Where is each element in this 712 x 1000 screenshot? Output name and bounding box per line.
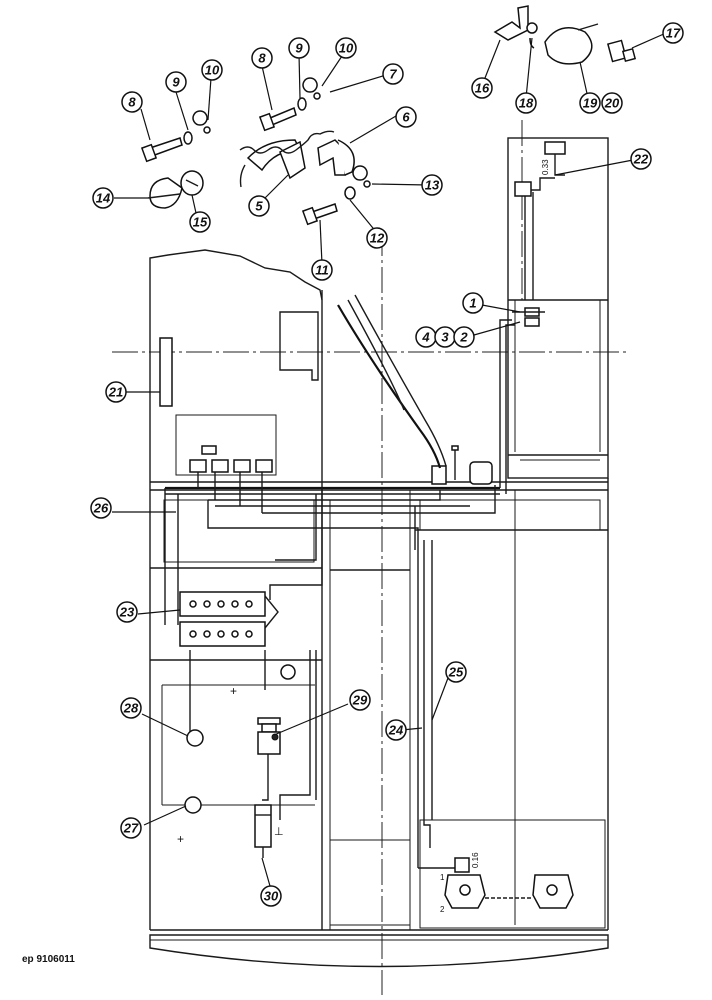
callout-8a: 8: [121, 91, 143, 113]
drawing-reference: ep 9106011: [22, 954, 75, 965]
svg-text:16: 16: [475, 81, 490, 96]
plus-mark-lower: +: [177, 832, 184, 846]
callout-5: 5: [248, 195, 270, 217]
svg-text:19: 19: [583, 96, 598, 111]
callout-30: 30: [260, 885, 282, 907]
svg-text:10: 10: [205, 63, 220, 78]
svg-text:24: 24: [388, 723, 404, 738]
callout-3: 3: [434, 326, 456, 348]
housing-outline: [149, 137, 609, 968]
callout-17: 17: [662, 22, 684, 44]
callout-10a: 10: [201, 59, 223, 81]
callout-29: 29: [349, 689, 371, 711]
plus-mark-upper: +: [230, 684, 237, 698]
callout-16: 16: [471, 77, 493, 99]
callout-20: 20: [601, 92, 623, 114]
svg-text:10: 10: [339, 41, 354, 56]
svg-text:1: 1: [469, 296, 476, 311]
svg-text:7: 7: [389, 67, 397, 82]
callout-26: 26: [90, 497, 112, 519]
callout-1: 1: [462, 292, 484, 314]
callout-2: 2: [453, 326, 475, 348]
callout-9a: 9: [165, 71, 187, 93]
callout-11: 11: [311, 259, 333, 281]
callout-19: 19: [579, 92, 601, 114]
svg-text:26: 26: [93, 501, 109, 516]
pressure-switches: 0.16 2 1: [440, 852, 574, 914]
sensor-upper: [280, 664, 296, 680]
svg-text:4: 4: [421, 330, 430, 345]
callout-4: 4: [415, 326, 437, 348]
part-30-cylinder: [254, 804, 272, 858]
callout-9b: 9: [288, 37, 310, 59]
sensors: [184, 664, 296, 814]
callout-28: 28: [120, 697, 142, 719]
svg-text:3: 3: [441, 330, 449, 345]
cable-glands: [431, 445, 493, 485]
svg-text:13: 13: [425, 178, 440, 193]
part-29-valve: [257, 717, 281, 755]
exploded-hardware: [140, 5, 637, 226]
callout-25: 25: [445, 661, 467, 683]
connector-plugs: [189, 445, 273, 473]
svg-text:9: 9: [295, 41, 303, 56]
svg-text:25: 25: [448, 665, 464, 680]
callout-7: 7: [382, 63, 404, 85]
svg-text:17: 17: [666, 26, 681, 41]
callout-18: 18: [515, 92, 537, 114]
cable-bundle: [337, 294, 447, 469]
callout-22: 22: [630, 148, 652, 170]
part-21-rail: [159, 337, 173, 407]
svg-text:20: 20: [604, 96, 620, 111]
center-lines: [112, 120, 630, 995]
svg-text:30: 30: [264, 889, 279, 904]
svg-text:8: 8: [128, 95, 136, 110]
callout-21: 21: [105, 381, 127, 403]
contact-label-1: 1: [440, 873, 445, 882]
svg-text:6: 6: [402, 110, 410, 125]
right-cabinet-parts: 0.33: [512, 141, 566, 327]
leader-lines: [112, 32, 667, 887]
svg-text:22: 22: [633, 152, 649, 167]
part-28-sensor: [186, 729, 204, 747]
wiring-harness: [164, 177, 555, 869]
callout-15: 15: [189, 211, 211, 233]
svg-text:12: 12: [370, 231, 385, 246]
callout-27: 27: [120, 817, 142, 839]
callout-23: 23: [116, 601, 138, 623]
callout-13: 13: [421, 174, 443, 196]
svg-text:28: 28: [123, 701, 139, 716]
svg-text:21: 21: [108, 385, 123, 400]
svg-text:14: 14: [96, 191, 111, 206]
svg-text:27: 27: [123, 821, 139, 836]
callout-6: 6: [395, 106, 417, 128]
callout-10b: 10: [335, 37, 357, 59]
callout-24: 24: [385, 719, 407, 741]
svg-text:2: 2: [459, 330, 468, 345]
svg-text:18: 18: [519, 96, 534, 111]
svg-text:29: 29: [352, 693, 368, 708]
svg-text:9: 9: [172, 75, 180, 90]
callout-8b: 8: [251, 47, 273, 69]
svg-text:23: 23: [119, 605, 135, 620]
wire-label-016: 0.16: [471, 852, 480, 868]
part-23-terminal-strips: [179, 591, 279, 647]
part-27-sensor: [184, 796, 202, 814]
ground-mark: ⊥: [274, 826, 284, 838]
callout-12: 12: [366, 227, 388, 249]
svg-text:11: 11: [315, 263, 329, 278]
wire-label-033: 0.33: [541, 159, 550, 175]
svg-text:5: 5: [255, 199, 263, 214]
contact-label-2: 2: [440, 905, 445, 914]
svg-text:8: 8: [258, 51, 266, 66]
svg-text:15: 15: [193, 215, 208, 230]
callout-14: 14: [92, 187, 114, 209]
